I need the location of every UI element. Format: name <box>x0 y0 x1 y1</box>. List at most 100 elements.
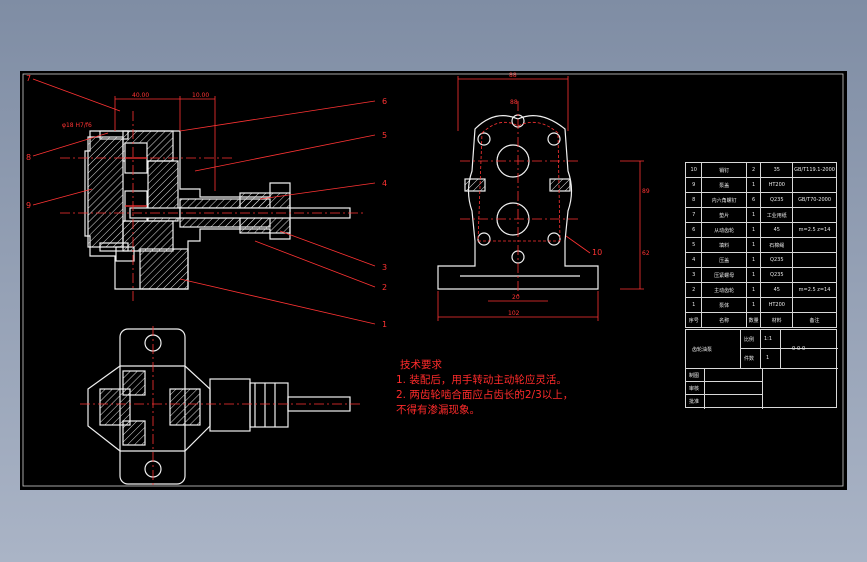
bom-cell-no: 4 <box>684 252 703 268</box>
bom-cell-ref: m=2.5 z=14 <box>792 222 837 238</box>
qty-value: 1 <box>766 355 770 361</box>
bom-cell-qty: 1 <box>745 297 762 313</box>
bom-cell-qty: 数量 <box>745 312 762 328</box>
title-name: 齿轮油泵 <box>692 347 713 353</box>
bom-cell-no: 3 <box>684 267 703 283</box>
dim-top-mid: 10.00 <box>192 92 209 99</box>
sign-label: 批准 <box>689 399 700 405</box>
dim-width-top: 88 <box>509 72 517 79</box>
bom-cell-name: 从动齿轮 <box>701 222 747 238</box>
bom-cell-ref <box>792 252 837 268</box>
callout-8: 8 <box>26 153 31 162</box>
notes-line-2: 2. 两齿轮啮合面应占齿长的2/3以上， <box>396 389 574 401</box>
bom-cell-name: 垫片 <box>701 207 747 223</box>
callout-3: 3 <box>382 263 387 272</box>
notes-line-3: 不得有渗漏现象。 <box>396 404 480 416</box>
front-dimensions <box>114 96 216 191</box>
dim-width-total: 102 <box>508 310 520 317</box>
qty-label: 件数 <box>744 356 755 362</box>
bom-cell-mat: 工业用纸 <box>760 207 794 223</box>
bom-cell-no: 7 <box>684 207 703 223</box>
bom-cell-ref <box>792 207 837 223</box>
bom-cell-ref: m=2.5 z=14 <box>792 282 837 298</box>
drawing-frame <box>22 73 844 487</box>
bom-cell-mat: 石棉绳 <box>760 237 794 253</box>
scale-label: 比例 <box>744 337 755 343</box>
bom-cell-name: 泵体 <box>701 297 747 313</box>
bom-cell-ref: 备注 <box>792 312 837 328</box>
bom-cell-no: 序号 <box>684 312 703 328</box>
dim-height-a: 89 <box>642 188 650 195</box>
notes-line-1: 1. 装配后，用手转动主动轮应灵活。 <box>396 374 567 386</box>
callout-2: 2 <box>382 283 387 292</box>
drawing-number: 0-0-0 <box>792 346 806 352</box>
bom-cell-name: 主动齿轮 <box>701 282 747 298</box>
bom-cell-no: 10 <box>684 162 703 178</box>
callout-9: 9 <box>26 201 31 210</box>
scale-value: 1:1 <box>764 336 773 342</box>
bom-cell-qty: 1 <box>745 267 762 283</box>
callout-6: 6 <box>382 97 387 106</box>
callout-10: 10 <box>592 248 602 257</box>
bom-cell-mat: 45 <box>760 222 794 238</box>
technical-requirements: 技术要求 1. 装配后，用手转动主动轮应灵活。 2. 两齿轮啮合面应占齿长的2/… <box>396 358 573 418</box>
callout-5: 5 <box>382 131 387 140</box>
bom-cell-qty: 1 <box>745 207 762 223</box>
bom-cell-qty: 1 <box>745 222 762 238</box>
front-section-view <box>60 111 365 301</box>
bom-cell-ref <box>792 267 837 283</box>
bom-cell-mat: 35 <box>760 162 794 178</box>
bom-cell-qty: 1 <box>745 237 762 253</box>
bom-cell-name: 销钉 <box>701 162 747 178</box>
dim-height-b: 62 <box>642 250 650 257</box>
top-view <box>80 326 360 486</box>
bom-cell-name: 压紧螺母 <box>701 267 747 283</box>
bom-cell-qty: 1 <box>745 252 762 268</box>
bom-cell-name: 泵盖 <box>701 177 747 193</box>
callout-1: 1 <box>382 320 387 329</box>
callout-7: 7 <box>26 74 31 83</box>
dim-hole: 88 <box>510 99 518 106</box>
bom-cell-ref <box>792 177 837 193</box>
bom-cell-name: 名称 <box>701 312 747 328</box>
bom-cell-ref <box>792 297 837 313</box>
bom-cell-ref: GB/T119.1-2000 <box>792 162 837 178</box>
title-block: 齿轮油泵 比例 1:1 件数 1 0-0-0 制图 审核 批准 <box>685 329 838 409</box>
bom-cell-no: 8 <box>684 192 703 208</box>
bom-row: 序号名称数量材料备注 <box>684 312 837 328</box>
bom-cell-name: 填料 <box>701 237 747 253</box>
bom-cell-qty: 6 <box>745 192 762 208</box>
bom-cell-ref <box>792 237 837 253</box>
cad-drawing: 40.00 10.00 φ18 H7/f6 7 8 9 6 5 4 3 2 1 … <box>22 72 844 487</box>
bom-cell-mat: HT200 <box>760 297 794 313</box>
side-redlines <box>437 76 644 321</box>
dim-top-left: 40.00 <box>132 92 149 99</box>
bom-cell-no: 1 <box>684 297 703 313</box>
bom-cell-no: 6 <box>684 222 703 238</box>
bom-cell-mat: Q235 <box>760 192 794 208</box>
notes-heading: 技术要求 <box>400 359 442 371</box>
front-leaders <box>32 78 376 325</box>
check-label: 审核 <box>689 386 700 392</box>
bom-cell-mat: Q235 <box>760 267 794 283</box>
dim-width-inner: 20 <box>512 294 520 301</box>
bom-cell-no: 5 <box>684 237 703 253</box>
bom-cell-mat: Q235 <box>760 252 794 268</box>
bom-cell-no: 9 <box>684 177 703 193</box>
bom-cell-no: 2 <box>684 282 703 298</box>
callout-4: 4 <box>382 179 387 188</box>
draw-label: 制图 <box>689 373 700 379</box>
dim-shaft-dia: φ18 H7/f6 <box>62 122 92 129</box>
bom-cell-ref: GB/T70-2000 <box>792 192 837 208</box>
drawing-sheet: 40.00 10.00 φ18 H7/f6 7 8 9 6 5 4 3 2 1 … <box>20 71 847 490</box>
